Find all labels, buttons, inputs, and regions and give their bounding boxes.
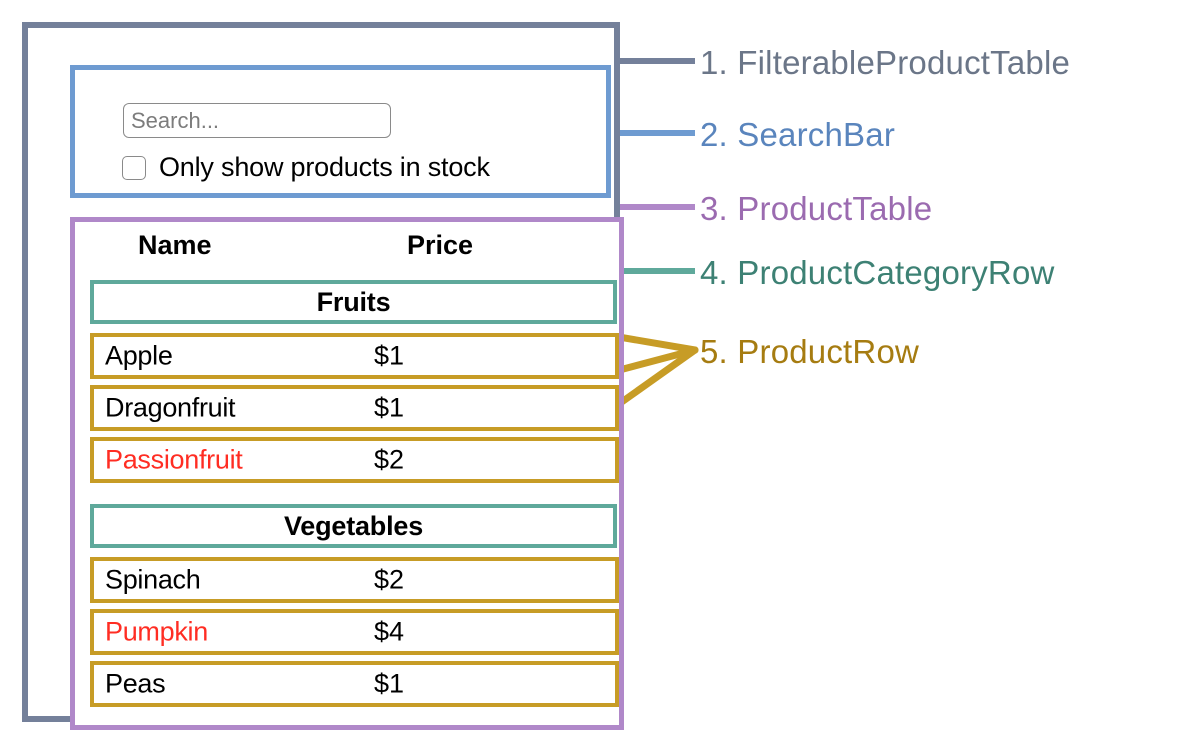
product-row: Spinach $2 xyxy=(90,557,619,603)
product-name: Spinach xyxy=(105,564,201,595)
product-name: Apple xyxy=(105,340,173,371)
column-header-price: Price xyxy=(407,230,474,260)
product-table: Name Price xyxy=(90,222,610,269)
product-price: $1 xyxy=(374,668,405,699)
legend-name: FilterableProductTable xyxy=(737,44,1071,81)
legend-number: 2. xyxy=(700,116,728,153)
product-row: Passionfruit $2 xyxy=(90,437,619,483)
legend-number: 4. xyxy=(700,254,728,291)
in-stock-checkbox[interactable] xyxy=(122,155,146,180)
legend-name: ProductTable xyxy=(737,190,933,227)
legend-number: 5. xyxy=(700,333,728,370)
product-row: Peas $1 xyxy=(90,661,619,707)
filterable-product-table-container: Search... Only show products in stock Na… xyxy=(22,22,624,730)
product-category-label: Vegetables xyxy=(283,510,424,541)
legend-number: 3. xyxy=(700,190,728,227)
column-header-name: Name xyxy=(138,230,212,260)
product-row: Dragonfruit $1 xyxy=(90,385,619,431)
legend-item-product-table: 3. ProductTable xyxy=(700,190,932,228)
product-row: Pumpkin $4 xyxy=(90,609,619,655)
legend-item-product-category-row: 4. ProductCategoryRow xyxy=(700,254,1055,292)
legend-number: 1. xyxy=(700,44,728,81)
product-price: $2 xyxy=(374,564,405,595)
in-stock-checkbox-label: Only show products in stock xyxy=(159,152,490,182)
product-category-label: Fruits xyxy=(316,286,391,317)
in-stock-filter-row[interactable]: Only show products in stock xyxy=(122,152,490,183)
search-bar-container: Search... Only show products in stock xyxy=(70,65,611,198)
legend-item-product-row: 5. ProductRow xyxy=(700,333,919,371)
product-table-container: Name Price Fruits Apple $1 Dragonfruit $… xyxy=(70,217,624,730)
legend-name: SearchBar xyxy=(737,116,896,153)
legend-name: ProductRow xyxy=(737,333,920,370)
product-price: $4 xyxy=(374,616,405,647)
legend-item-search-bar: 2. SearchBar xyxy=(700,116,895,154)
product-name: Peas xyxy=(105,668,166,699)
product-category-row: Vegetables xyxy=(90,504,617,548)
legend-item-filterable-product-table: 1. FilterableProductTable xyxy=(700,44,1070,82)
table-header-row: Name Price xyxy=(90,222,610,269)
product-name: Passionfruit xyxy=(105,444,243,475)
product-price: $1 xyxy=(374,392,405,423)
product-name: Pumpkin xyxy=(105,616,208,647)
product-price: $1 xyxy=(374,340,405,371)
legend-name: ProductCategoryRow xyxy=(737,254,1055,291)
search-input[interactable]: Search... xyxy=(123,103,391,138)
product-row: Apple $1 xyxy=(90,333,619,379)
product-price: $2 xyxy=(374,444,405,475)
product-category-row: Fruits xyxy=(90,280,617,324)
product-name: Dragonfruit xyxy=(105,392,236,423)
